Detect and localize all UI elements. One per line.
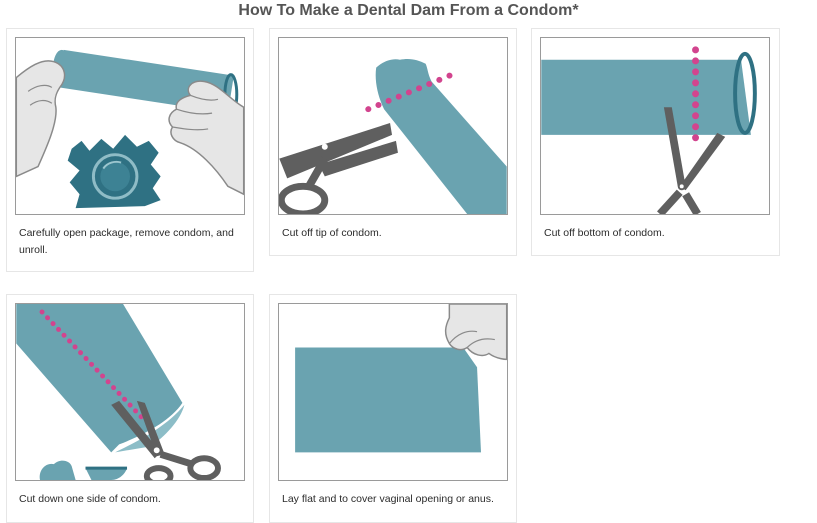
cut-bottom-illustration [541,46,757,214]
step-card-1: Carefully open package, remove condom, a… [6,28,254,272]
left-hand-icon [16,60,66,178]
step-card-3: Cut off bottom of condom. [531,28,780,256]
page-title: How To Make a Dental Dam From a Condom* [238,2,579,19]
step-caption-3: Cut off bottom of condom. [544,227,665,239]
step-illustration-2 [278,37,508,215]
step-caption-5: Lay flat and to cover vaginal opening or… [282,493,494,505]
step-caption-2: Cut off tip of condom. [282,227,382,239]
condom-rim-shape [733,51,757,135]
step-illustration-3 [540,37,770,215]
scissors-icon [111,400,221,480]
scissors-icon [657,107,726,214]
step-illustration-1 [15,37,245,215]
cut-tip-illustration [279,58,507,214]
lay-flat-illustration [295,304,507,453]
dental-dam-sheet-shape [295,347,481,453]
step-card-2: Cut off tip of condom. [269,28,517,256]
cut-line [39,309,148,424]
condom-shape [375,58,507,214]
scissors-icon [279,123,398,214]
step-caption-4: Cut down one side of condom. [19,493,161,505]
step-illustration-5 [278,303,508,481]
right-hand-icon [168,80,244,196]
unroll-condom-illustration [16,49,244,209]
step-illustration-4 [15,303,245,481]
cut-tip-piece [39,460,76,480]
step-caption-1: Carefully open package, remove condom, a… [19,227,234,256]
step-card-4: Cut down one side of condom. [6,294,254,523]
step-card-5: Lay flat and to cover vaginal opening or… [269,294,517,523]
cut-side-illustration [16,304,221,480]
condom-tube-shape [541,59,751,135]
cut-ring-piece [85,468,128,480]
